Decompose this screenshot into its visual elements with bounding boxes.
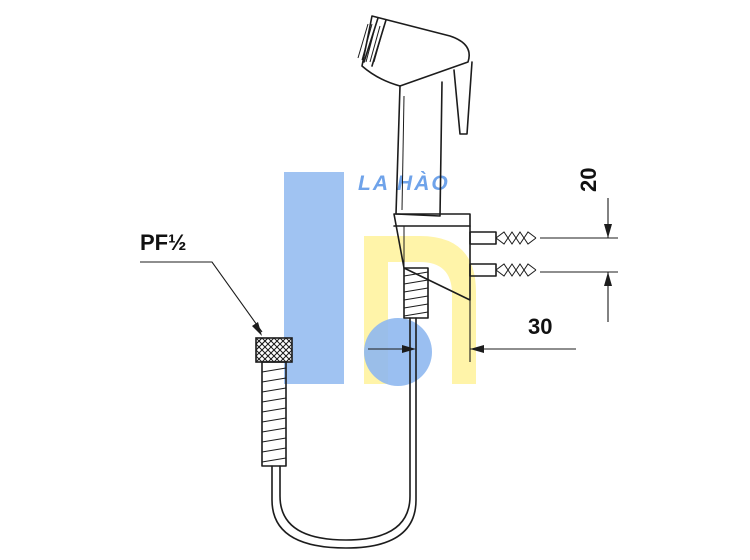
holder-thread bbox=[403, 267, 429, 319]
dim-arrow-left bbox=[402, 345, 416, 353]
watermark-logo: LA HÀO bbox=[284, 172, 476, 386]
watermark-yellow-arch bbox=[364, 236, 476, 384]
sprayer-head bbox=[357, 15, 473, 217]
dim-arrow-right bbox=[470, 345, 484, 353]
dim-vertical-label: 20 bbox=[576, 168, 601, 192]
thread-callout: PF½ bbox=[140, 230, 263, 336]
wall-screw-upper bbox=[469, 231, 537, 245]
handle-grip bbox=[395, 81, 443, 217]
hose-end-connector bbox=[255, 337, 293, 467]
watermark-blue-bar bbox=[284, 172, 344, 384]
dimension-horizontal: 30 bbox=[368, 300, 576, 362]
watermark-blue-dot bbox=[364, 318, 432, 386]
thread-label: PF½ bbox=[140, 230, 186, 255]
dim-arrow-top bbox=[604, 224, 612, 238]
watermark-text: LA HÀO bbox=[358, 172, 450, 195]
dimension-vertical: 20 bbox=[540, 168, 618, 322]
dim-horizontal-label: 30 bbox=[528, 314, 552, 339]
trigger-lever bbox=[453, 61, 473, 135]
hose bbox=[271, 317, 417, 549]
nozzle-holes bbox=[357, 23, 385, 63]
dim-arrow-bottom bbox=[604, 272, 612, 286]
wall-screw-lower bbox=[469, 263, 537, 277]
leader-arrowhead bbox=[252, 322, 262, 336]
wall-holder bbox=[393, 213, 537, 319]
